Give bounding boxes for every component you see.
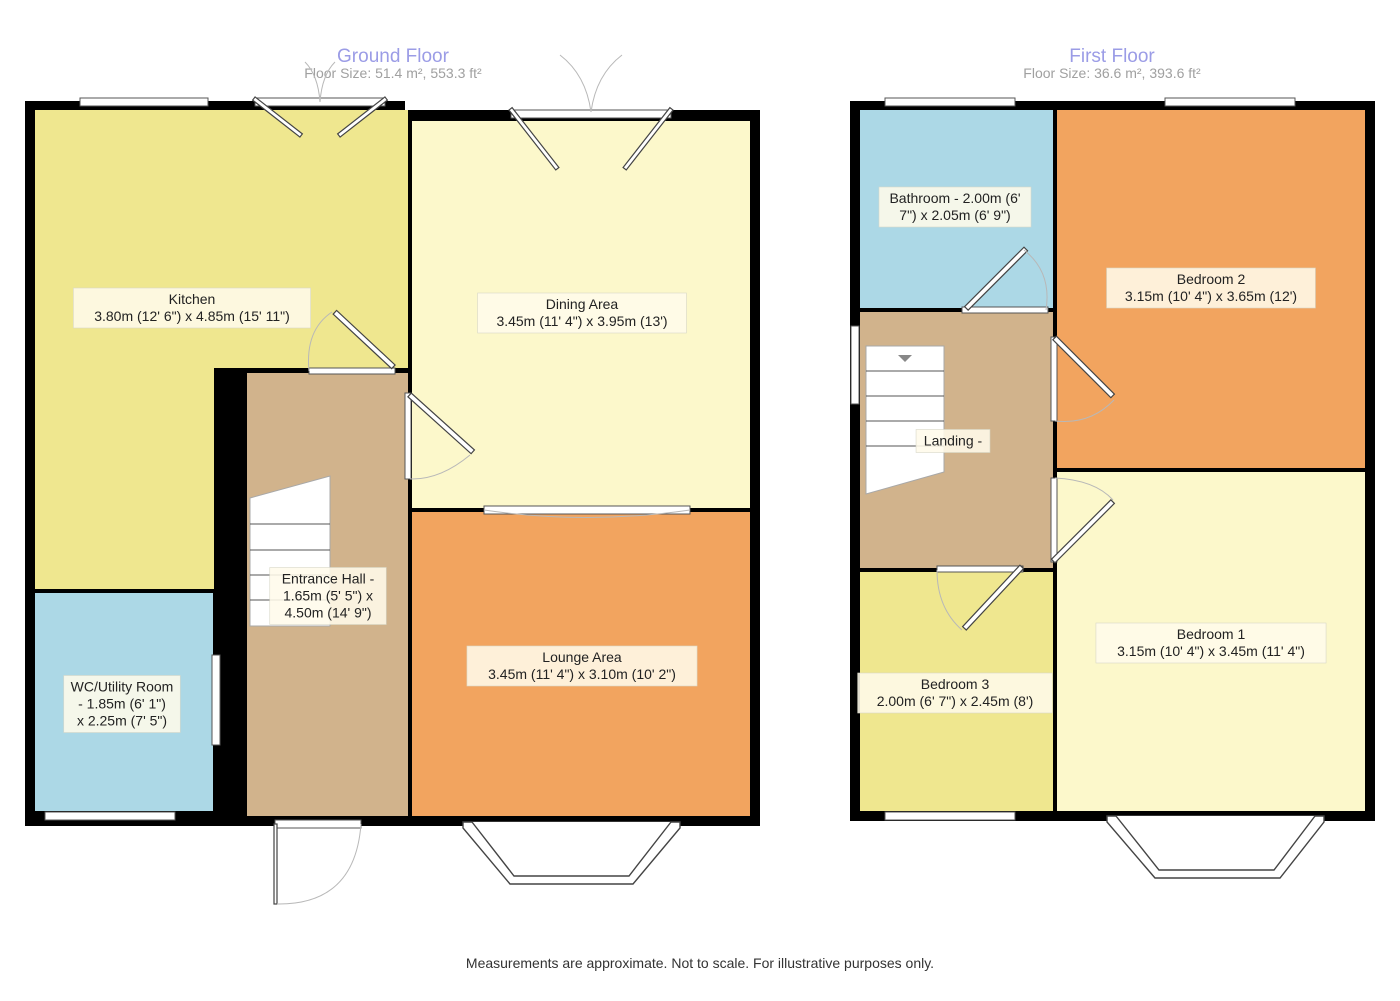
first-floor: First Floor Floor Size: 36.6 m², 393.6 f… [850, 46, 1375, 879]
room-label-line: 7") x 2.05m (6' 9") [899, 207, 1010, 223]
bedroom2-label: Bedroom 23.15m (10' 4") x 3.65m (12') [1106, 267, 1316, 309]
first-internal-doors [936, 246, 1116, 631]
room-label-line: 3.80m (12' 6") x 4.85m (15' 11") [94, 308, 290, 324]
stair-down-arrow-icon [898, 355, 912, 362]
ground-windows [44, 97, 691, 821]
kitchen-french-doors [251, 61, 389, 138]
bedroom1-bay-window [1106, 815, 1325, 879]
room-label-line: Landing - [924, 433, 983, 449]
room-label-box [857, 672, 1053, 714]
lounge-bay-window [462, 821, 681, 885]
room-label-line: Entrance Hall - [282, 571, 375, 587]
room-label-box [63, 675, 181, 733]
room-label-line: x 2.25m (7' 5") [77, 713, 167, 729]
landing-label: Landing - [915, 429, 991, 453]
first-stairs [865, 345, 945, 495]
room-label-box [269, 567, 387, 625]
room-label-line: Lounge Area [542, 649, 622, 665]
first-floor-title: First Floor [1069, 46, 1155, 67]
room-label-line: 3.45m (11' 4") x 3.95m (13') [496, 313, 667, 329]
room-label-line: - 1.85m (6' 1") [78, 696, 166, 712]
bathroom-label: Bathroom - 2.00m (6'7") x 2.05m (6' 9") [878, 186, 1032, 228]
ground-floor-title: Ground Floor [337, 46, 450, 67]
bedroom1-label: Bedroom 13.15m (10' 4") x 3.45m (11' 4") [1095, 622, 1327, 664]
room-label-line: Dining Area [546, 296, 619, 312]
room-label-box [915, 429, 991, 453]
room-label-line: 4.50m (14' 9") [284, 605, 371, 621]
disclaimer-text: Measurements are approximate. Not to sca… [466, 955, 934, 971]
wc-utility-label: WC/Utility Room- 1.85m (6' 1")x 2.25m (7… [63, 675, 181, 733]
first-windows [850, 97, 1296, 821]
room-label-line: Bedroom 1 [1177, 626, 1246, 642]
room-label-box [878, 186, 1032, 228]
room-label-line: WC/Utility Room [71, 679, 174, 695]
room-label-line: 2.00m (6' 7") x 2.45m (8') [877, 693, 1034, 709]
room-label-line: 1.65m (5' 5") x [283, 588, 373, 604]
room-label-line: Bathroom - 2.00m (6' [889, 190, 1020, 206]
room-label-line: Kitchen [169, 291, 216, 307]
kitchen-room [35, 110, 408, 590]
room-label-line: Bedroom 2 [1177, 271, 1246, 287]
room-label-box [477, 292, 687, 334]
bedroom3-label: Bedroom 32.00m (6' 7") x 2.45m (8') [857, 672, 1053, 714]
first-floor-size: Floor Size: 36.6 m², 393.6 ft² [1023, 65, 1201, 81]
room-label-box [1106, 267, 1316, 309]
room-label-box [73, 287, 311, 329]
room-label-line: 3.45m (11' 4") x 3.10m (10' 2") [488, 666, 676, 682]
room-label-line: 3.15m (10' 4") x 3.65m (12') [1125, 288, 1297, 304]
entrance-hall-label: Entrance Hall -1.65m (5' 5") x4.50m (14'… [269, 567, 387, 625]
ground-floor: Ground Floor Floor Size: 51.4 m², 553.3 … [25, 46, 760, 905]
room-label-line: Bedroom 3 [921, 676, 990, 692]
dining-french-doors [508, 54, 674, 171]
room-label-line: 3.15m (10' 4") x 3.45m (11' 4") [1117, 643, 1305, 659]
room-label-box [466, 645, 698, 687]
room-label-box [1095, 622, 1327, 664]
ground-floor-size: Floor Size: 51.4 m², 553.3 ft² [304, 65, 482, 81]
ground-internal-doors [273, 309, 476, 905]
